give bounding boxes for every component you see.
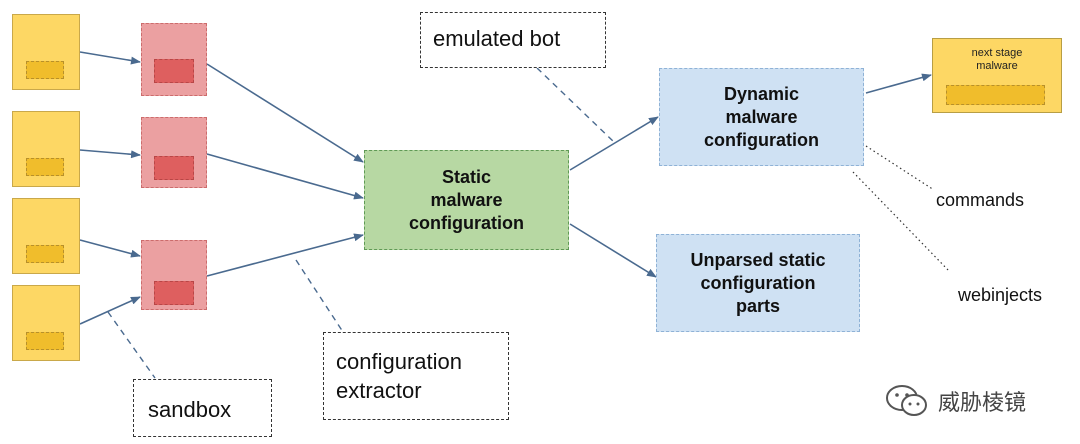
arrow-sample4-to-process3 — [79, 296, 141, 325]
arrow-process1-to-static — [206, 63, 364, 163]
wechat-icon — [886, 385, 927, 416]
malware-sample-3 — [12, 198, 80, 274]
malware-sample-2 — [12, 111, 80, 187]
sandbox-process-3 — [141, 240, 207, 310]
next-stage-malware-node: next stage malware — [932, 38, 1062, 113]
config-extractor-label: configuration extractor — [323, 332, 509, 420]
annotation-line-commands — [865, 145, 935, 191]
emulated-bot-label: emulated bot — [420, 12, 606, 68]
static-config-label: Static malware configuration — [409, 166, 524, 233]
unparsed-parts-label: Unparsed static configuration parts — [690, 249, 826, 316]
malware-sample-1 — [12, 14, 80, 90]
arrow-sample3-to-process3 — [79, 239, 141, 258]
commands-label: commands — [936, 190, 1025, 210]
arrow-process3-to-static — [206, 233, 364, 277]
extracted-config-block — [154, 281, 194, 305]
annotation-line-config-extractor — [295, 259, 344, 333]
sandbox-process-1 — [141, 23, 207, 96]
sandbox-process-2 — [141, 117, 207, 188]
annotation-line-webinjects — [852, 171, 951, 273]
sandbox-text: sandbox — [148, 397, 232, 422]
arrow-sample1-to-process1 — [79, 51, 141, 65]
extracted-config-block — [154, 59, 194, 83]
static-config-node: Static malware configuration — [364, 150, 569, 250]
arrow-static-to-dynamic — [569, 116, 659, 171]
arrow-dynamic-to-nextstage — [865, 73, 932, 94]
sample-config-block — [26, 158, 64, 176]
arrow-sample2-to-process2 — [79, 149, 141, 159]
sample-config-block — [26, 61, 64, 79]
annotation-line-sandbox — [107, 311, 156, 379]
config-extractor-text: configuration extractor — [336, 349, 462, 403]
sample-config-block — [26, 245, 64, 263]
next-stage-label: next stage malware — [971, 47, 1023, 72]
next-stage-config-block — [946, 85, 1045, 105]
watermark-text: 威胁棱镜 — [938, 390, 1027, 415]
arrow-process2-to-static — [206, 153, 364, 200]
arrow-static-to-unparsed — [569, 223, 657, 278]
extracted-config-block — [154, 156, 194, 180]
sample-config-block — [26, 332, 64, 350]
sandbox-label: sandbox — [133, 379, 272, 437]
emulated-bot-text: emulated bot — [433, 26, 561, 51]
unparsed-parts-node: Unparsed static configuration parts — [656, 234, 860, 332]
dynamic-config-node: Dynamic malware configuration — [659, 68, 864, 166]
malware-sample-4 — [12, 285, 80, 361]
annotation-line-emulated-bot — [536, 67, 616, 144]
webinjects-label: webinjects — [958, 285, 1043, 305]
dynamic-config-label: Dynamic malware configuration — [704, 83, 819, 150]
watermark: 威胁棱镜 — [884, 382, 1064, 420]
